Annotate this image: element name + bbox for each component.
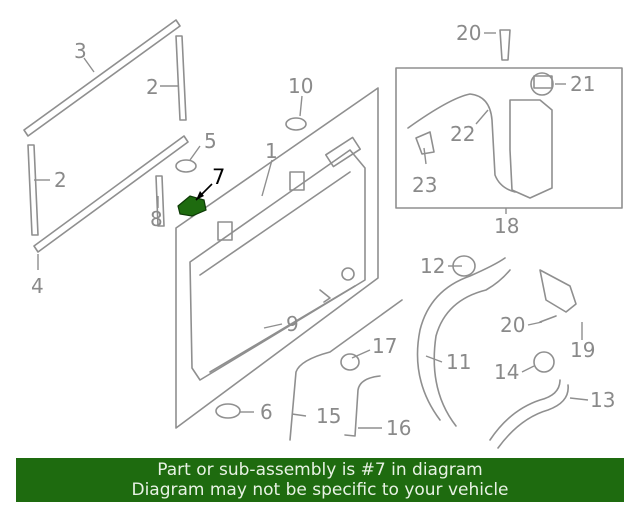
callout-3: 3: [74, 39, 87, 63]
info-banner: Part or sub-assembly is #7 in diagram Di…: [16, 458, 624, 502]
callout-11: 11: [446, 350, 471, 374]
highlighted-part-7[interactable]: [177, 183, 213, 217]
callout-1: 1: [265, 139, 278, 163]
callout-9: 9: [286, 312, 299, 336]
callout-16: 16: [386, 416, 411, 440]
callout-22: 22: [450, 122, 475, 146]
callout-18: 18: [494, 214, 519, 238]
seal-strips: [23, 19, 189, 253]
callout-23: 23: [412, 173, 437, 197]
radiator-assembly: [175, 87, 379, 429]
callout-21: 21: [570, 72, 595, 96]
callout-13: 13: [590, 388, 615, 412]
leader-lines: [34, 32, 589, 429]
callout-6: 6: [260, 400, 273, 424]
callout-4: 4: [31, 274, 44, 298]
banner-line-1: Part or sub-assembly is #7 in diagram: [157, 460, 483, 480]
callout-2a: 2: [146, 75, 159, 99]
callout-15: 15: [316, 404, 341, 428]
callout-10: 10: [288, 74, 313, 98]
callout-20b: 20: [500, 313, 525, 337]
callout-5: 5: [204, 129, 217, 153]
reservoir-assembly: [395, 67, 623, 209]
callout-2b: 2: [54, 168, 67, 192]
callout-7: 7: [212, 165, 225, 189]
callout-12: 12: [420, 254, 445, 278]
banner-line-2: Diagram may not be specific to your vehi…: [131, 480, 509, 500]
callout-20a: 20: [456, 21, 481, 45]
callout-17: 17: [372, 334, 397, 358]
callout-14: 14: [494, 360, 519, 384]
callout-labels: 1 2 2 3 4 5 6 7 8 9 10 11 12 13 14 15 16…: [31, 21, 615, 440]
callout-19: 19: [570, 338, 595, 362]
callout-8: 8: [150, 207, 163, 231]
hoses: [155, 29, 577, 449]
